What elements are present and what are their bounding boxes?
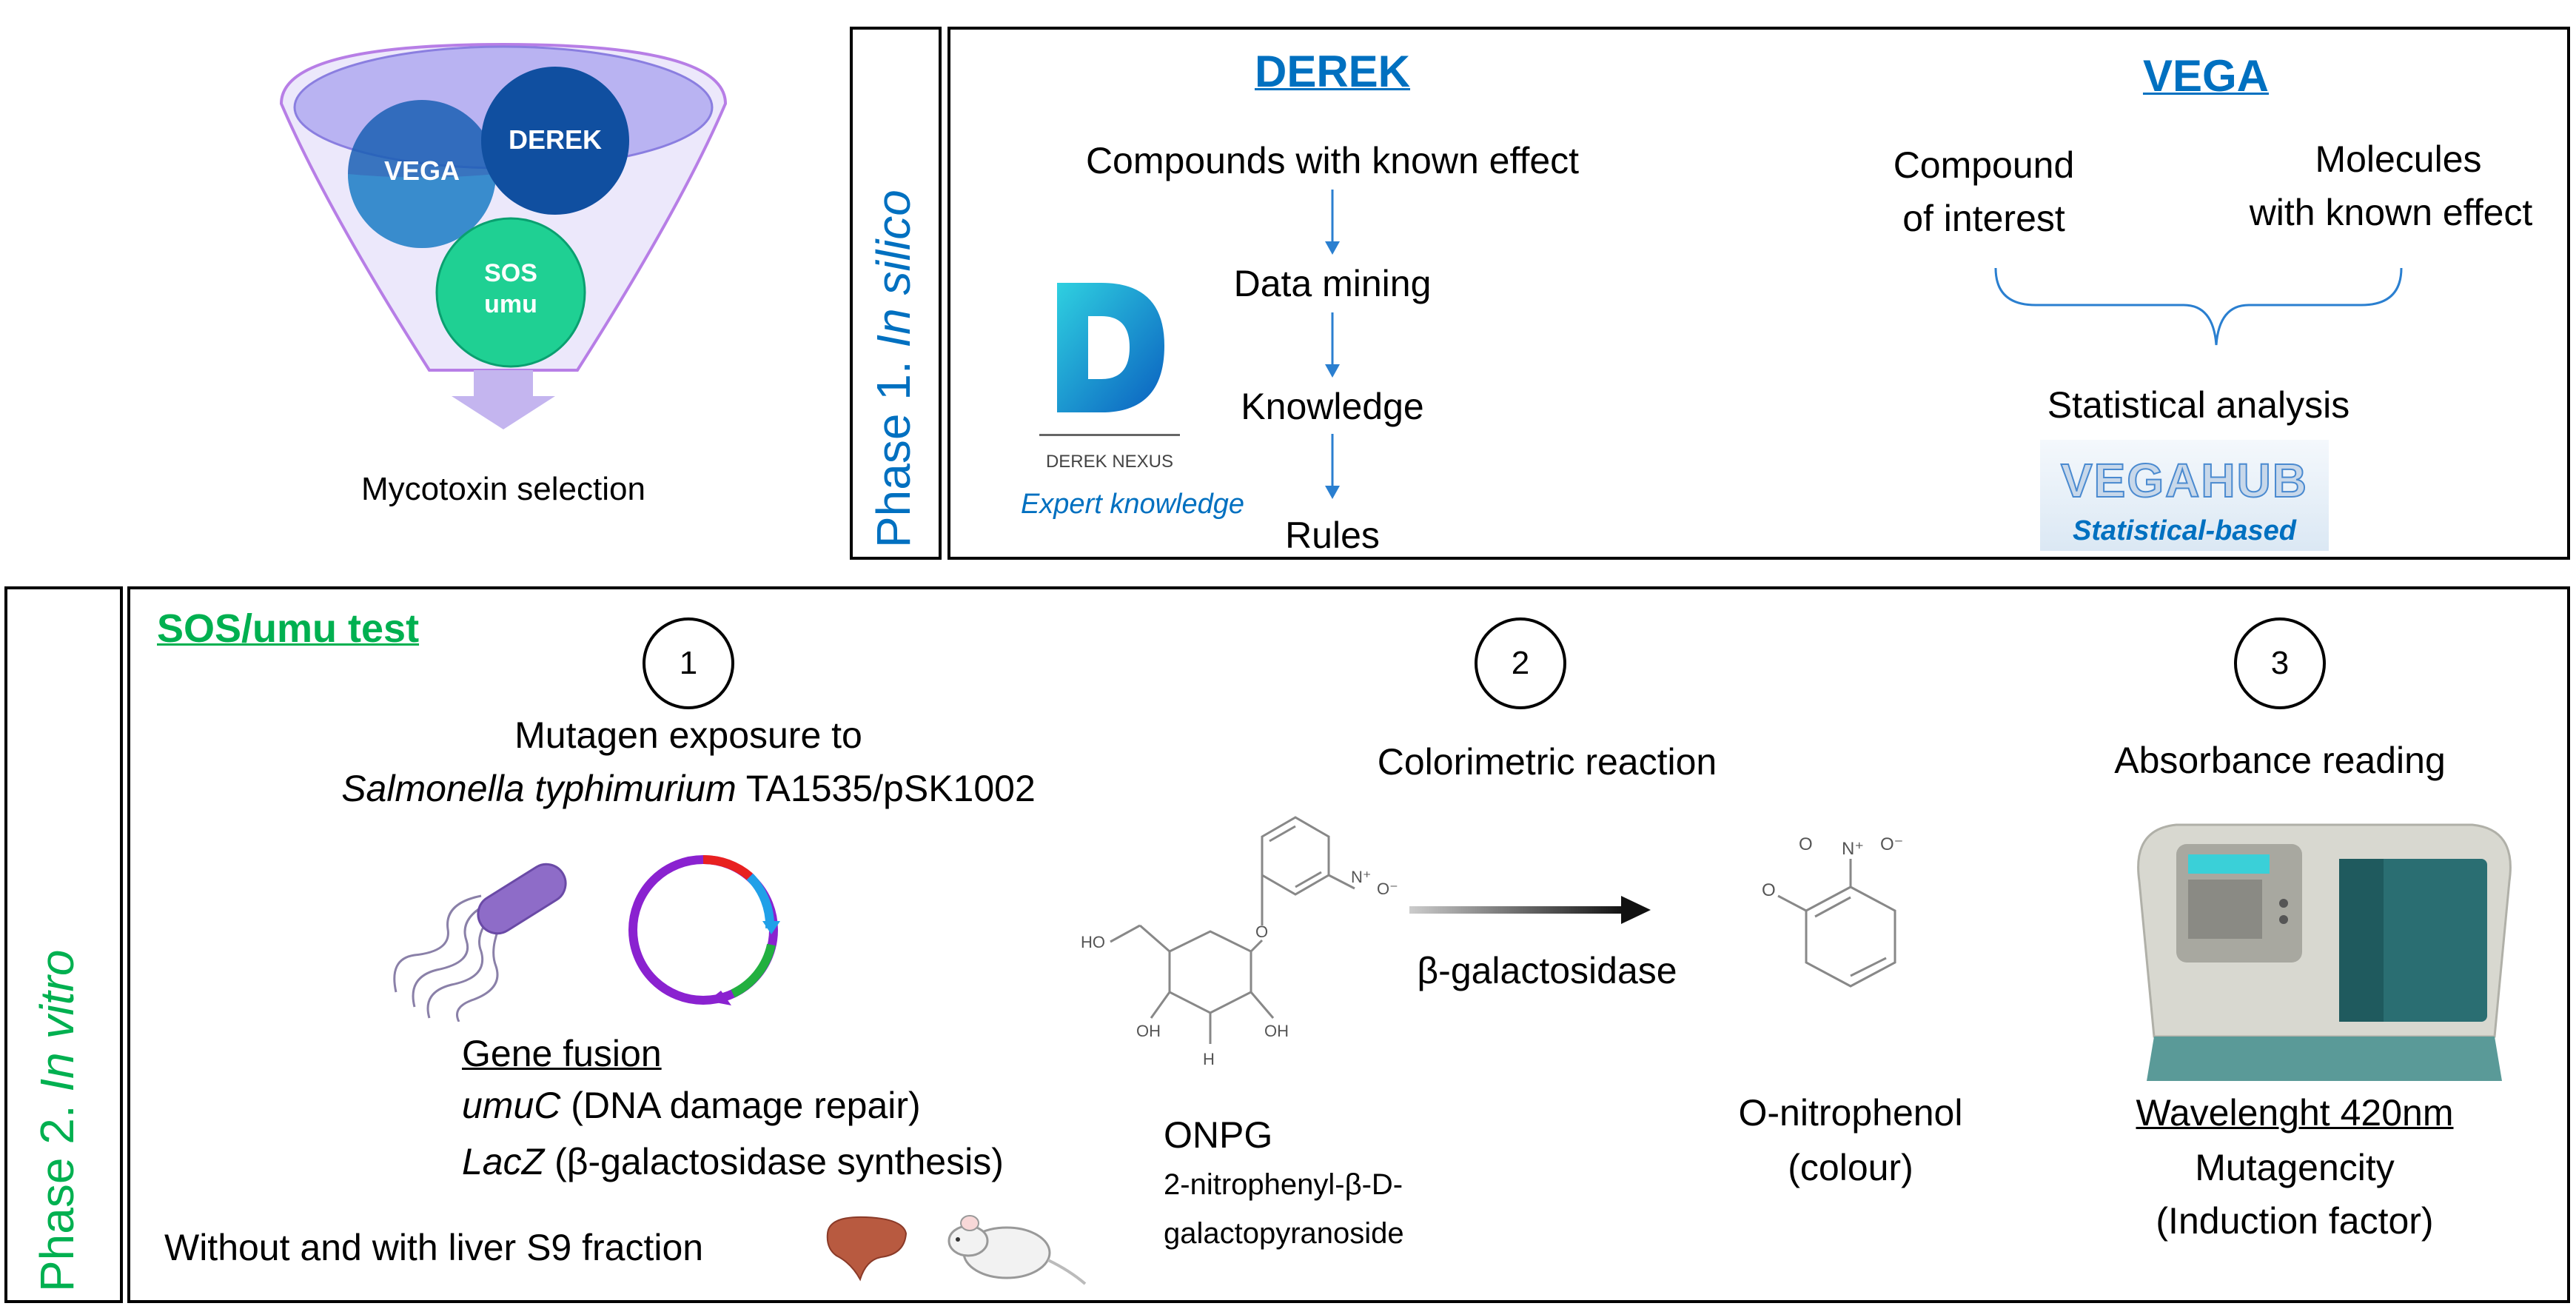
umuc-desc: (DNA damage repair) xyxy=(560,1085,921,1126)
funnel-derek-label: DEREK xyxy=(508,124,603,155)
phase1-label-prefix: Phase 1. xyxy=(867,361,920,548)
step2-title: Colorimetric reaction xyxy=(1377,741,1717,783)
phase2-label-box xyxy=(4,586,123,1303)
mutagenicity-label: Mutagencity xyxy=(2195,1147,2395,1188)
step1-organism-line: Salmonella typhimurium TA1535/pSK1002 xyxy=(266,767,1110,810)
rat-icon xyxy=(947,1215,1087,1285)
derek-logo-icon xyxy=(1057,283,1164,412)
vega-caption: Statistical-based xyxy=(2073,515,2296,546)
liver-icon xyxy=(826,1216,908,1282)
onpg-structure: N⁺ O⁻ O HO OH OH H xyxy=(1081,816,1398,1068)
phase1-box xyxy=(947,27,2570,560)
umuc-line: umuC (DNA damage repair) xyxy=(462,1084,921,1127)
derek-step-knowledge: Knowledge xyxy=(1241,386,1424,427)
bacteria-icon xyxy=(393,863,567,1022)
derek-step-compounds: Compounds with known effect xyxy=(1085,140,1580,181)
vega-compound-line1: Compound xyxy=(1893,144,2075,186)
derek-caption: Expert knowledge xyxy=(1020,489,1245,520)
product-o-hydroxyl-atom: O xyxy=(1762,880,1776,900)
step3-title: Absorbance reading xyxy=(2114,740,2446,781)
phase1-label-italic: In silico xyxy=(867,190,920,348)
gene-fusion-title: Gene fusion xyxy=(462,1033,662,1074)
vega-logo: VEGAHUB Statistical-based xyxy=(2040,440,2329,551)
funnel-vega-label: VEGA xyxy=(383,155,460,186)
onpg-o-minus-atom: O⁻ xyxy=(1377,880,1398,898)
lacz-desc: (β-galactosidase synthesis) xyxy=(544,1141,1004,1182)
funnel-graphic xyxy=(279,42,728,429)
phase2-label-italic: In vitro xyxy=(30,949,84,1092)
vega-logo-text: VEGAHUB xyxy=(2060,453,2309,508)
product-o-minus-atom: O⁻ xyxy=(1880,834,1903,854)
onpg-full-line1: 2-nitrophenyl-β-D- xyxy=(1164,1168,1403,1201)
step3-number: 3 xyxy=(2234,617,2326,709)
product-line2: (colour) xyxy=(1788,1147,1913,1188)
mycotoxin-funnel: VEGA DEREK SOS umu xyxy=(266,37,740,452)
vega-brace xyxy=(1994,267,2403,346)
step1-organism: Salmonella typhimurium xyxy=(341,768,737,809)
derek-step-rules: Rules xyxy=(1285,515,1380,556)
step2-number: 2 xyxy=(1475,617,1566,709)
derek-logo-divider xyxy=(1039,434,1180,436)
vega-compound-line2: of interest xyxy=(1902,198,2065,239)
phase2-label: Phase 2. In vitro xyxy=(30,950,84,1292)
derek-title: DEREK xyxy=(1254,47,1411,96)
onpg-oh1-atom: OH xyxy=(1136,1022,1161,1040)
funnel-caption: Mycotoxin selection xyxy=(361,471,645,507)
phase2-box xyxy=(127,586,2570,1303)
induction-factor-label: (Induction factor) xyxy=(2156,1200,2434,1242)
vega-title: VEGA xyxy=(2142,51,2270,101)
funnel-sos-label: SOS xyxy=(484,259,537,287)
vega-analysis: Statistical analysis xyxy=(2047,384,2350,426)
phase1-label-box xyxy=(850,27,942,560)
wavelength-label: Wavelenght 420nm xyxy=(2136,1092,2454,1134)
lacz-gene: LacZ xyxy=(462,1141,545,1182)
onitrophenol-structure: N⁺ O O⁻ O xyxy=(1762,834,1903,988)
sos-umu-title: SOS/umu test xyxy=(157,606,420,651)
enzyme-label: β-galactosidase xyxy=(1417,950,1677,991)
phase2-label-prefix: Phase 2. xyxy=(30,1105,84,1292)
onpg-o-atom: O xyxy=(1255,923,1268,941)
lacz-line: LacZ (β-galactosidase synthesis) xyxy=(462,1140,1004,1183)
product-line1: O-nitrophenol xyxy=(1738,1092,1963,1134)
reaction-arrow xyxy=(1409,896,1651,924)
derek-step-datamining: Data mining xyxy=(1233,263,1432,304)
umuc-gene: umuC xyxy=(462,1085,561,1126)
phase1-label: Phase 1. In silico xyxy=(866,190,921,548)
onpg-full-line2: galactopyranoside xyxy=(1164,1217,1404,1250)
spectrophotometer-icon xyxy=(2137,823,2512,1081)
funnel-umu-label: umu xyxy=(484,290,537,318)
step1-number: 1 xyxy=(643,617,734,709)
product-n-atom: N⁺ xyxy=(1842,839,1864,859)
vega-molecules-line1: Molecules xyxy=(2315,138,2482,180)
step1-strain: TA1535/pSK1002 xyxy=(736,768,1036,809)
vega-molecules-line2: with known effect xyxy=(2249,192,2533,233)
plasmid-icon xyxy=(628,854,780,1005)
onpg-label: ONPG xyxy=(1164,1114,1273,1156)
onpg-n-atom: N⁺ xyxy=(1351,868,1372,886)
s9-line: Without and with liver S9 fraction xyxy=(164,1227,704,1268)
onpg-oh2-atom: OH xyxy=(1264,1022,1289,1040)
onpg-h-atom: H xyxy=(1203,1050,1215,1068)
derek-logo-text: DEREK NEXUS xyxy=(1045,452,1174,472)
onpg-ho-atom: HO xyxy=(1081,933,1105,951)
product-o-atom: O xyxy=(1799,834,1813,854)
step1-line1: Mutagen exposure to xyxy=(514,714,862,756)
derek-flow-arrows xyxy=(1325,190,1340,499)
